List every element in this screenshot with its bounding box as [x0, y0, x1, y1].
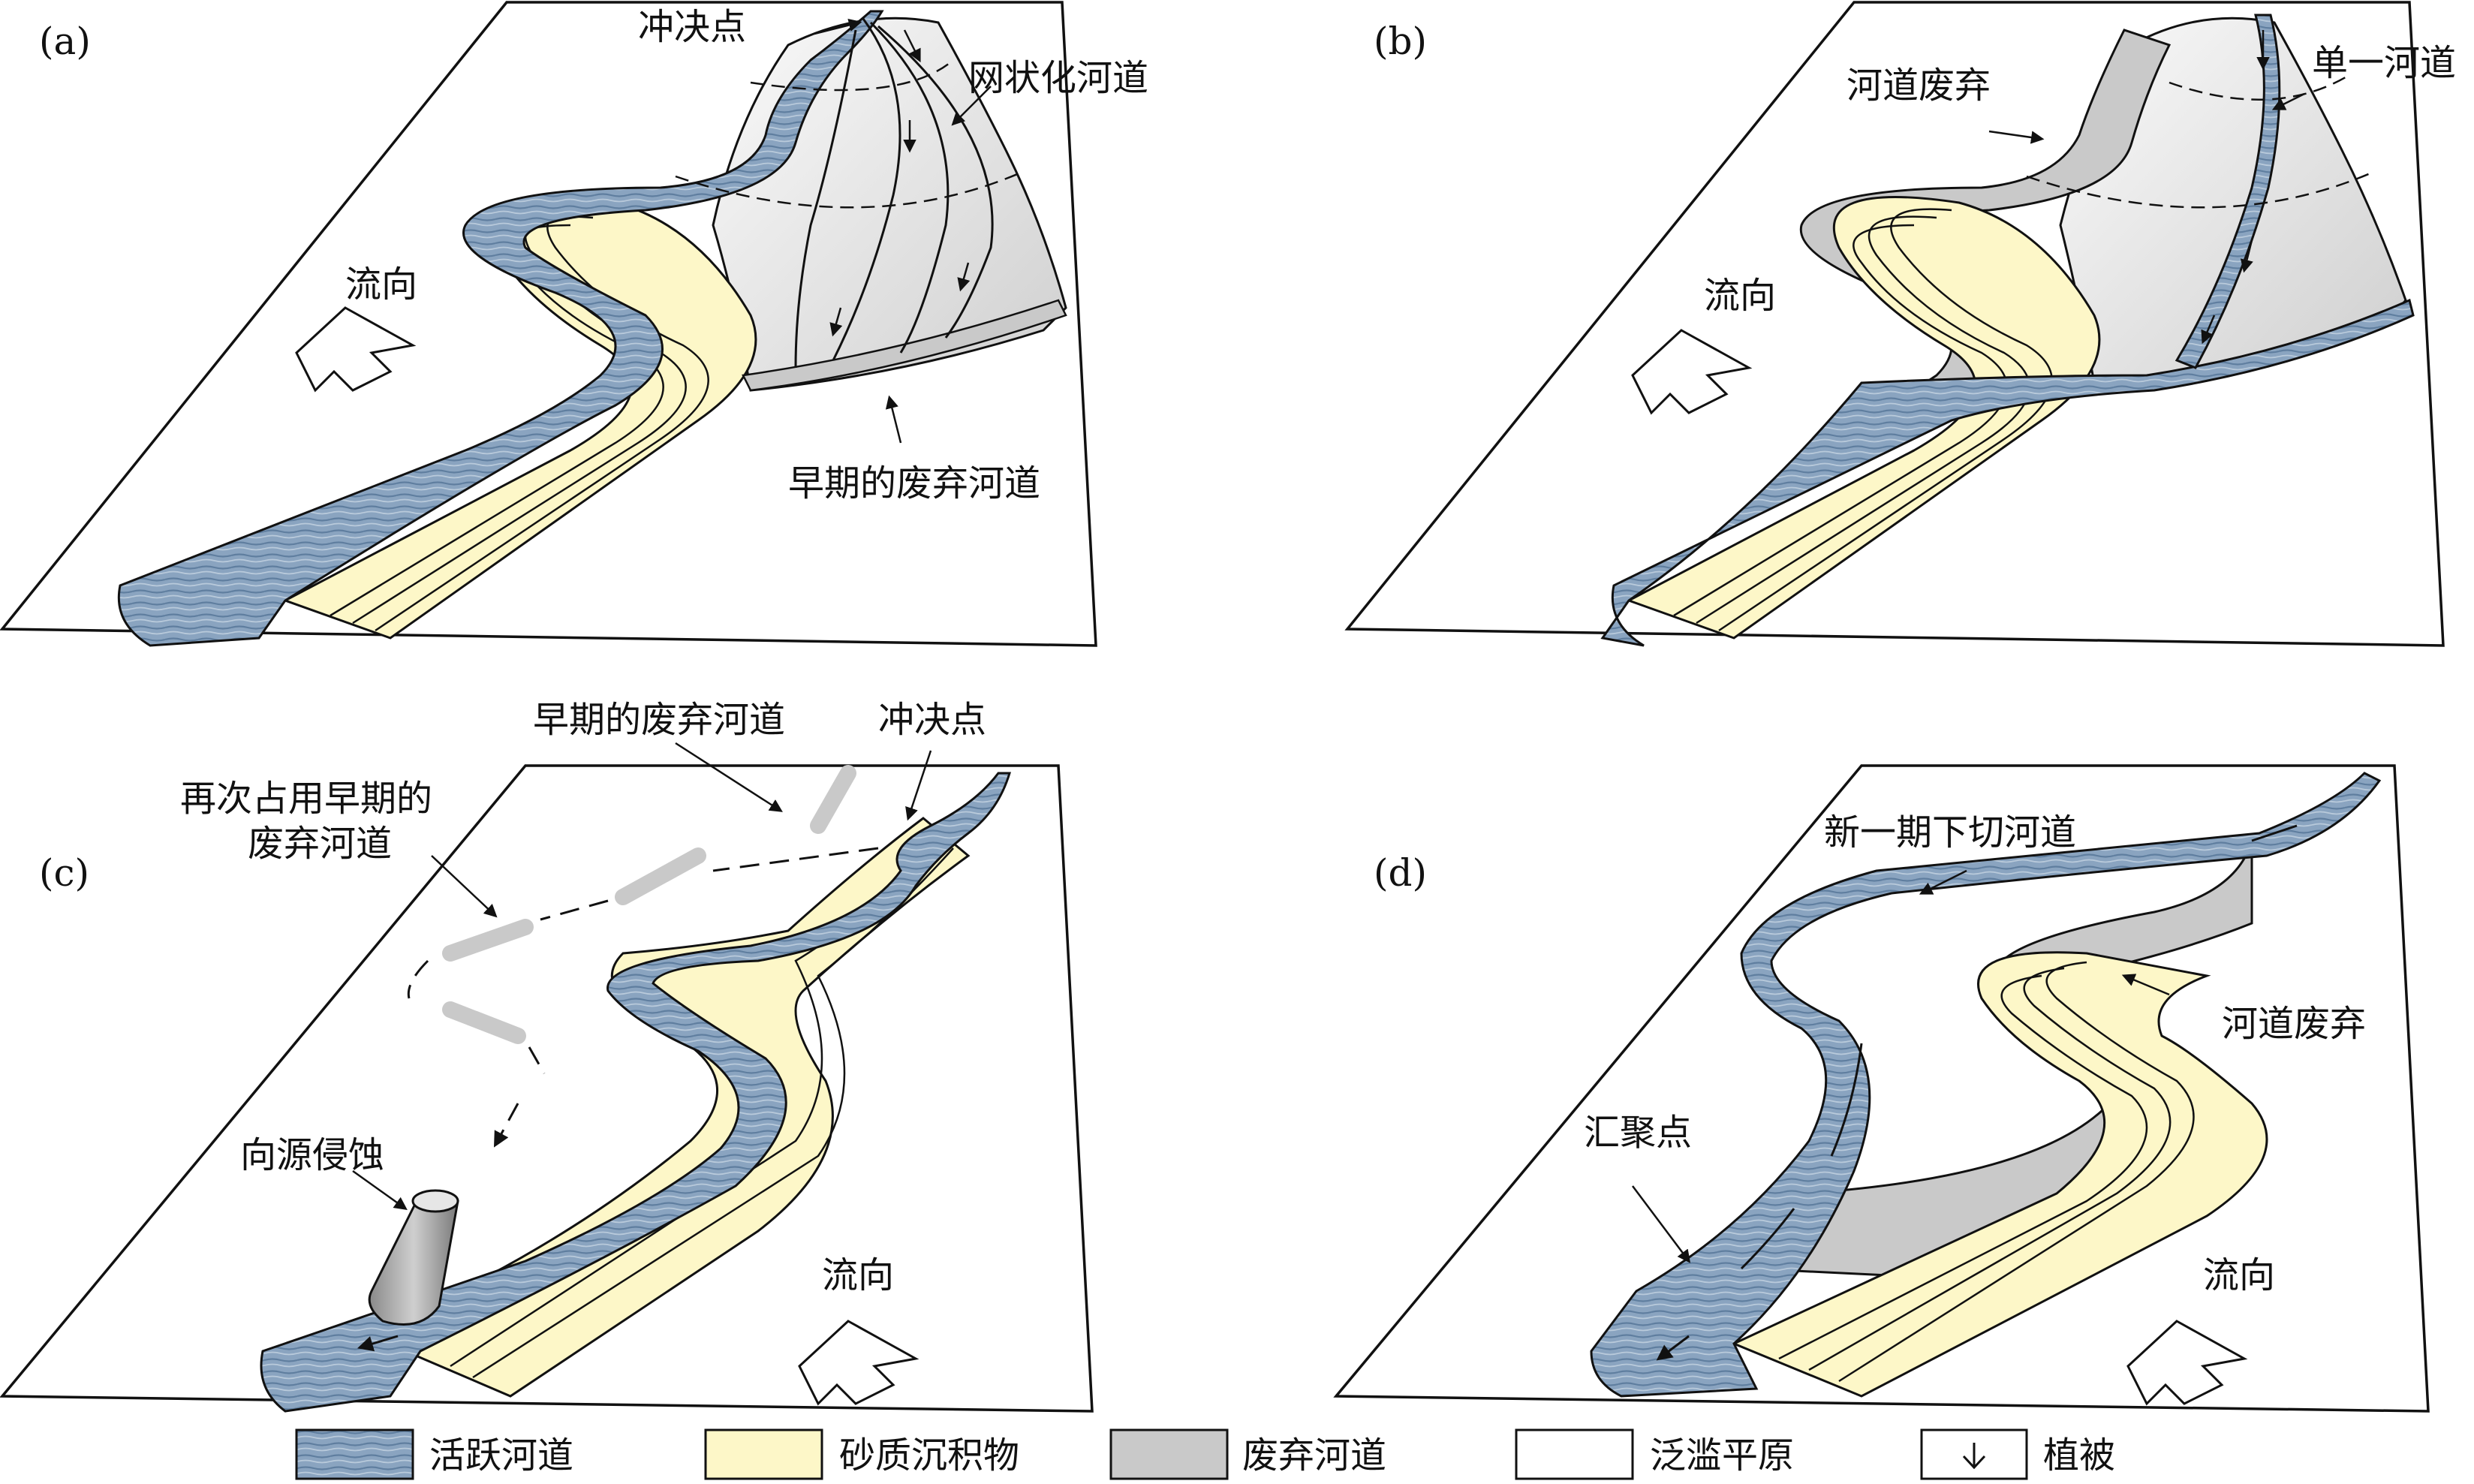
- panel-b-active-channel: [1600, 298, 2415, 647]
- panel-d-tag: (d): [1374, 851, 1427, 895]
- legend-floodplain-swatch: [1515, 1428, 1634, 1480]
- panel-c-flow-label: 流向: [822, 1254, 894, 1296]
- panel-b-tag: (b): [1374, 20, 1427, 63]
- panel-a-flow-label: 流向: [345, 263, 417, 306]
- panel-a-active-channel: [117, 10, 884, 647]
- legend-vegetation-label: 植被: [2043, 1434, 2115, 1476]
- panel-a: (a) 冲决点 网状化河道 流向 早期的废弃河道: [0, 1, 1148, 647]
- panel-d-sand-bars: [1731, 951, 2268, 1398]
- legend-sand-swatch: [704, 1428, 823, 1480]
- panel-c-tag: (c): [39, 851, 89, 895]
- panel-b: (b) 河道废弃 单一河道 流向: [1344, 1, 2456, 647]
- panel-d-confluence-label: 汇聚点: [1584, 1112, 1692, 1154]
- panel-c-flow-arrow: [798, 1320, 919, 1406]
- panel-d: (d) 新一期下切河道 河道废弃 汇聚点 流向: [1333, 764, 2430, 1413]
- panel-a-tag: (a): [39, 20, 91, 63]
- vegetation-icon: [1962, 1443, 1986, 1470]
- legend-abandoned-label: 废弃河道: [1242, 1434, 1386, 1476]
- legend-sand-label: 砂质沉积物: [839, 1434, 1019, 1476]
- panel-c-abandoned-label: 早期的废弃河道: [533, 699, 785, 741]
- panel-c-erosion-label: 向源侵蚀: [240, 1134, 384, 1176]
- panel-c-crevasse-label: 冲决点: [878, 699, 986, 741]
- legend: 活跃河道 砂质沉积物 废弃河道 泛滥平原 植被: [295, 1428, 2115, 1480]
- panel-a-abandoned-label: 早期的废弃河道: [788, 462, 1040, 504]
- legend-floodplain-label: 泛滥平原: [1650, 1434, 1794, 1476]
- panel-a-anastomosing-label: 网状化河道: [968, 57, 1148, 99]
- panel-b-single-channel-label: 单一河道: [2312, 42, 2456, 84]
- legend-active-channel-swatch: [295, 1428, 414, 1480]
- panel-a-crevasse-label: 冲决点: [638, 6, 746, 48]
- panel-c-active-channel: [260, 772, 1012, 1413]
- panel-a-flow-arrow: [295, 306, 417, 393]
- panel-d-flow-arrow: [2126, 1320, 2248, 1406]
- panel-c-reoccupy-label-1: 再次占用早期的: [180, 778, 432, 820]
- panel-c-reoccupy-label-2: 废弃河道: [248, 823, 392, 865]
- legend-active-channel-label: 活跃河道: [429, 1434, 573, 1476]
- panel-c: (c) 早期的废弃河道 冲决点 再次占用早期的 废弃河道 向源侵蚀 流向: [0, 699, 1094, 1413]
- panel-b-flow-arrow: [1631, 329, 1753, 415]
- legend-abandoned-swatch: [1109, 1428, 1229, 1480]
- panel-d-new-channel-label: 新一期下切河道: [1824, 811, 2076, 853]
- panel-b-abandonment-label: 河道废弃: [1846, 65, 1991, 107]
- panel-b-flow-label: 流向: [1704, 275, 1776, 317]
- panel-d-active-channel: [1590, 772, 2382, 1398]
- panel-d-abandonment-label: 河道废弃: [2222, 1003, 2366, 1045]
- panel-d-flow-label: 流向: [2203, 1254, 2275, 1296]
